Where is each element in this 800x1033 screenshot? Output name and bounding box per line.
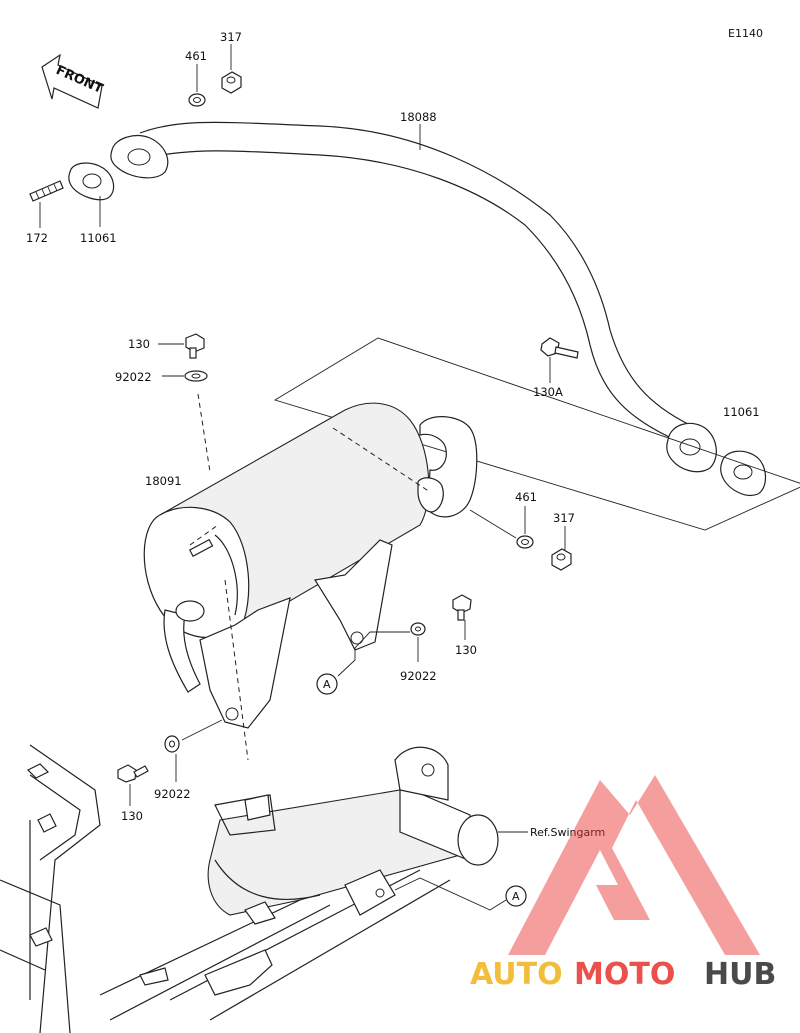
diagram-code: E1140: [728, 27, 763, 40]
gasket-11061-left: [68, 162, 115, 201]
label-11061-left: 11061: [80, 231, 117, 245]
nut-317-right: [551, 548, 572, 571]
bolt-130-low: [117, 764, 149, 783]
frame-swingarm: [0, 744, 499, 1033]
label-172: 172: [26, 231, 48, 245]
label-92022-low: 92022: [154, 787, 191, 801]
nut-317-top: [221, 71, 242, 94]
label-18088: 18088: [400, 110, 437, 124]
label-130-low: 130: [121, 809, 143, 823]
callout-a-lower-letter: A: [512, 890, 520, 903]
callout-a-upper-letter: A: [323, 678, 331, 691]
watermark-text-moto: MOTO: [574, 957, 675, 992]
bolt-130-top: [185, 333, 205, 359]
label-18091: 18091: [145, 474, 182, 488]
front-arrow-icon: FRONT: [41, 53, 105, 109]
label-130-mid: 130: [455, 643, 477, 657]
watermark-text-hub: HUB: [704, 957, 776, 992]
washer-92022-low: [164, 735, 180, 753]
watermark-text-auto: AUTO: [470, 957, 563, 992]
label-317-right: 317: [553, 511, 575, 525]
watermark-triangle-icon: [508, 775, 760, 955]
washer-92022-top: [184, 370, 208, 382]
bolt-130A: [540, 337, 579, 359]
stud-172: [29, 180, 64, 202]
bolt-130-mid: [452, 594, 472, 621]
label-461-right: 461: [515, 490, 537, 504]
ref-swingarm-label: Ref.Swingarm: [530, 826, 605, 839]
label-130A: 130A: [533, 385, 563, 399]
muffler-18091: [143, 402, 478, 729]
callout-a-upper: A: [316, 673, 338, 695]
exhaust-pipe-18088: [110, 121, 717, 473]
washer-461-top: [188, 93, 206, 107]
callout-a-lower: A: [505, 885, 527, 907]
washer-461-right: [516, 535, 534, 549]
label-92022-top: 92022: [115, 370, 152, 384]
label-317-top: 317: [220, 30, 242, 44]
label-461-top: 461: [185, 49, 207, 63]
label-130-top: 130: [128, 337, 150, 351]
label-92022-mid: 92022: [400, 669, 437, 683]
washer-92022-mid: [410, 622, 426, 636]
gasket-11061-right: [720, 450, 767, 496]
watermark-logo: AUTO MOTO HUB: [470, 775, 776, 992]
label-11061-right: 11061: [723, 405, 760, 419]
